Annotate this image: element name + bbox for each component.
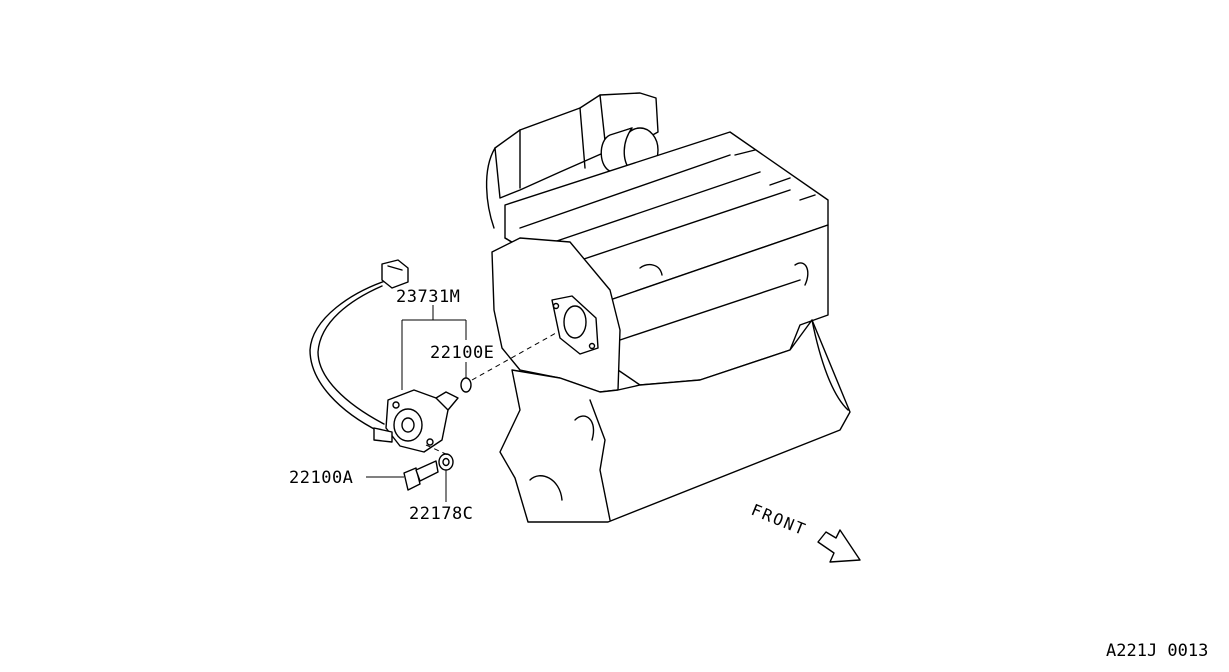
engine-block-illustration xyxy=(485,92,851,523)
o-ring-illustration xyxy=(460,377,472,393)
front-direction-indicator: FRONT xyxy=(749,500,861,563)
part-label-22100E: 22100E xyxy=(430,343,494,363)
part-label-22178C: 22178C xyxy=(409,504,473,524)
figure-code: A221J 0013 xyxy=(1106,641,1208,661)
part-label-23731M: 23731M xyxy=(396,287,460,307)
front-arrow-icon xyxy=(817,529,861,563)
crank-angle-sensor-illustration xyxy=(309,259,459,453)
part-label-22100A: 22100A xyxy=(289,468,353,488)
leader-lines xyxy=(366,305,557,502)
bolt-illustration xyxy=(403,460,439,491)
washer-illustration xyxy=(438,453,454,471)
front-label: FRONT xyxy=(749,500,810,539)
